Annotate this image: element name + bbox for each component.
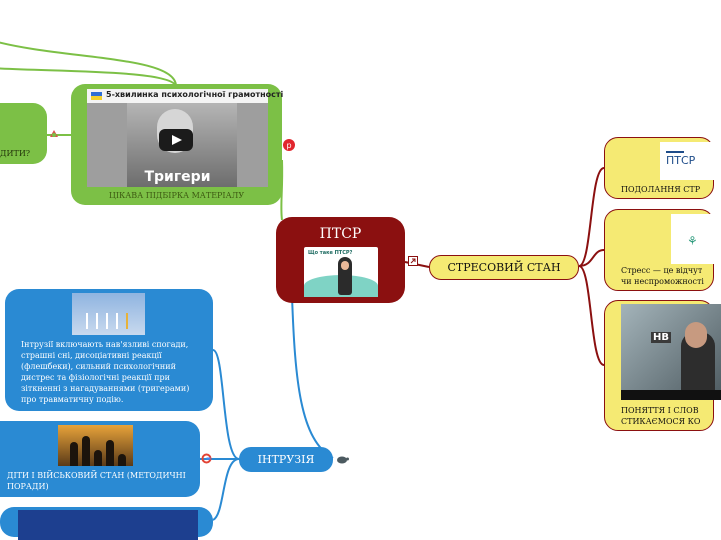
stress-label: СТРЕСОВИЙ СТАН: [447, 261, 561, 274]
pinterest-icon[interactable]: p: [283, 139, 295, 151]
central-title: ПТСР: [319, 226, 362, 242]
thumbnail-face: [341, 261, 349, 270]
video-title-bar: 5-хвилинка психологічної грамотності: [87, 89, 283, 103]
overcoming-stress-label: ПОДОЛАННЯ СТР: [621, 185, 701, 194]
concepts-line-1: ПОНЯТТЯ І СЛОВ: [621, 406, 699, 415]
tv-person-head: [685, 322, 707, 348]
link-intrusion-b3: [212, 458, 240, 521]
video-title: 5-хвилинка психологічної грамотності: [106, 90, 284, 99]
link-stress-y3: [578, 265, 605, 366]
tv-channel-badge: НВ: [651, 332, 671, 343]
tv-ticker: [621, 390, 721, 400]
topic-stress-definition[interactable]: ⚘ Стресс — це відчут чи неспроможності: [604, 209, 721, 291]
leaf-logo-image: ⚘: [671, 214, 721, 264]
children-label: ДИТИ?: [0, 149, 31, 158]
link-central-green: [280, 159, 284, 221]
link-stress-y2: [578, 249, 605, 267]
link-central-intrusion: [291, 295, 334, 459]
ptsr-logo-image: ПТСР: [660, 142, 720, 180]
link-green-top-2: [0, 67, 177, 87]
intrusion-label: ІНТРУЗІЯ: [257, 453, 315, 466]
link-stress-y1: [578, 167, 605, 267]
link-green-top: [0, 41, 177, 87]
video-overlay-text: Тригери: [144, 169, 211, 185]
link-intrusion-b1: [212, 349, 240, 460]
topic-overcoming-stress[interactable]: ПТСР ПОДОЛАННЯ СТР: [604, 137, 720, 199]
intrusion-description: Інтрузії включають нав'язливі спогади, с…: [21, 340, 190, 404]
svg-text:p: p: [286, 141, 291, 150]
topic-children-martial-law[interactable]: ДІТИ І ВІЙСЬКОВИЙ СТАН (МЕТОДИЧНІ ПОРАДИ…: [0, 421, 200, 497]
tv-video-thumbnail[interactable]: НВ: [621, 304, 721, 400]
ukraine-flag-icon: [91, 92, 102, 100]
topic-concepts-video[interactable]: НВ ПОНЯТТЯ І СЛОВ СТИКАЄМОСЯ КО: [604, 300, 721, 431]
topic-intrusion-description[interactable]: Інтрузії включають нав'язливі спогади, с…: [5, 289, 213, 411]
topic-more-material[interactable]: [0, 507, 213, 540]
stress-definition-line-1: Стресс — це відчут: [621, 266, 703, 275]
topic-stress-state[interactable]: СТРЕСОВИЙ СТАН: [429, 255, 579, 280]
concepts-line-2: СТИКАЄМОСЯ КО: [621, 417, 701, 426]
sticker-icon: [50, 130, 58, 137]
video-thumbnail[interactable]: 5-хвилинка психологічної грамотності Три…: [87, 89, 283, 187]
turtle-icon: [337, 456, 349, 464]
stress-definition-line-2: чи неспроможності: [621, 277, 704, 286]
topic-interesting-materials[interactable]: 5-хвилинка психологічної грамотності Три…: [71, 84, 283, 205]
central-thumbnail-text: Що таке ПТСР?: [308, 250, 353, 256]
children-martial-law-label: ДІТИ І ВІЙСЬКОВИЙ СТАН (МЕТОДИЧНІ ПОРАДИ…: [7, 471, 186, 491]
google-icon[interactable]: [201, 453, 212, 464]
topic-intrusion[interactable]: ІНТРУЗІЯ: [239, 447, 333, 472]
blue-banner-image: [18, 510, 198, 540]
open-link-icon[interactable]: [408, 256, 418, 266]
family-silhouette-image: [58, 425, 133, 466]
ptsr-logo-text: ПТСР: [666, 154, 696, 167]
central-topic-ptsr[interactable]: ПТСР Що таке ПТСР?: [276, 217, 405, 303]
central-thumbnail[interactable]: Що таке ПТСР?: [304, 247, 378, 297]
play-button-icon[interactable]: [159, 129, 193, 151]
topic-children[interactable]: ДИТИ?: [0, 103, 47, 164]
wind-turbines-image: [72, 293, 145, 335]
green-caption: ЦІКАВА ПІДБІРКА МАТЕРІАЛУ: [108, 191, 245, 200]
